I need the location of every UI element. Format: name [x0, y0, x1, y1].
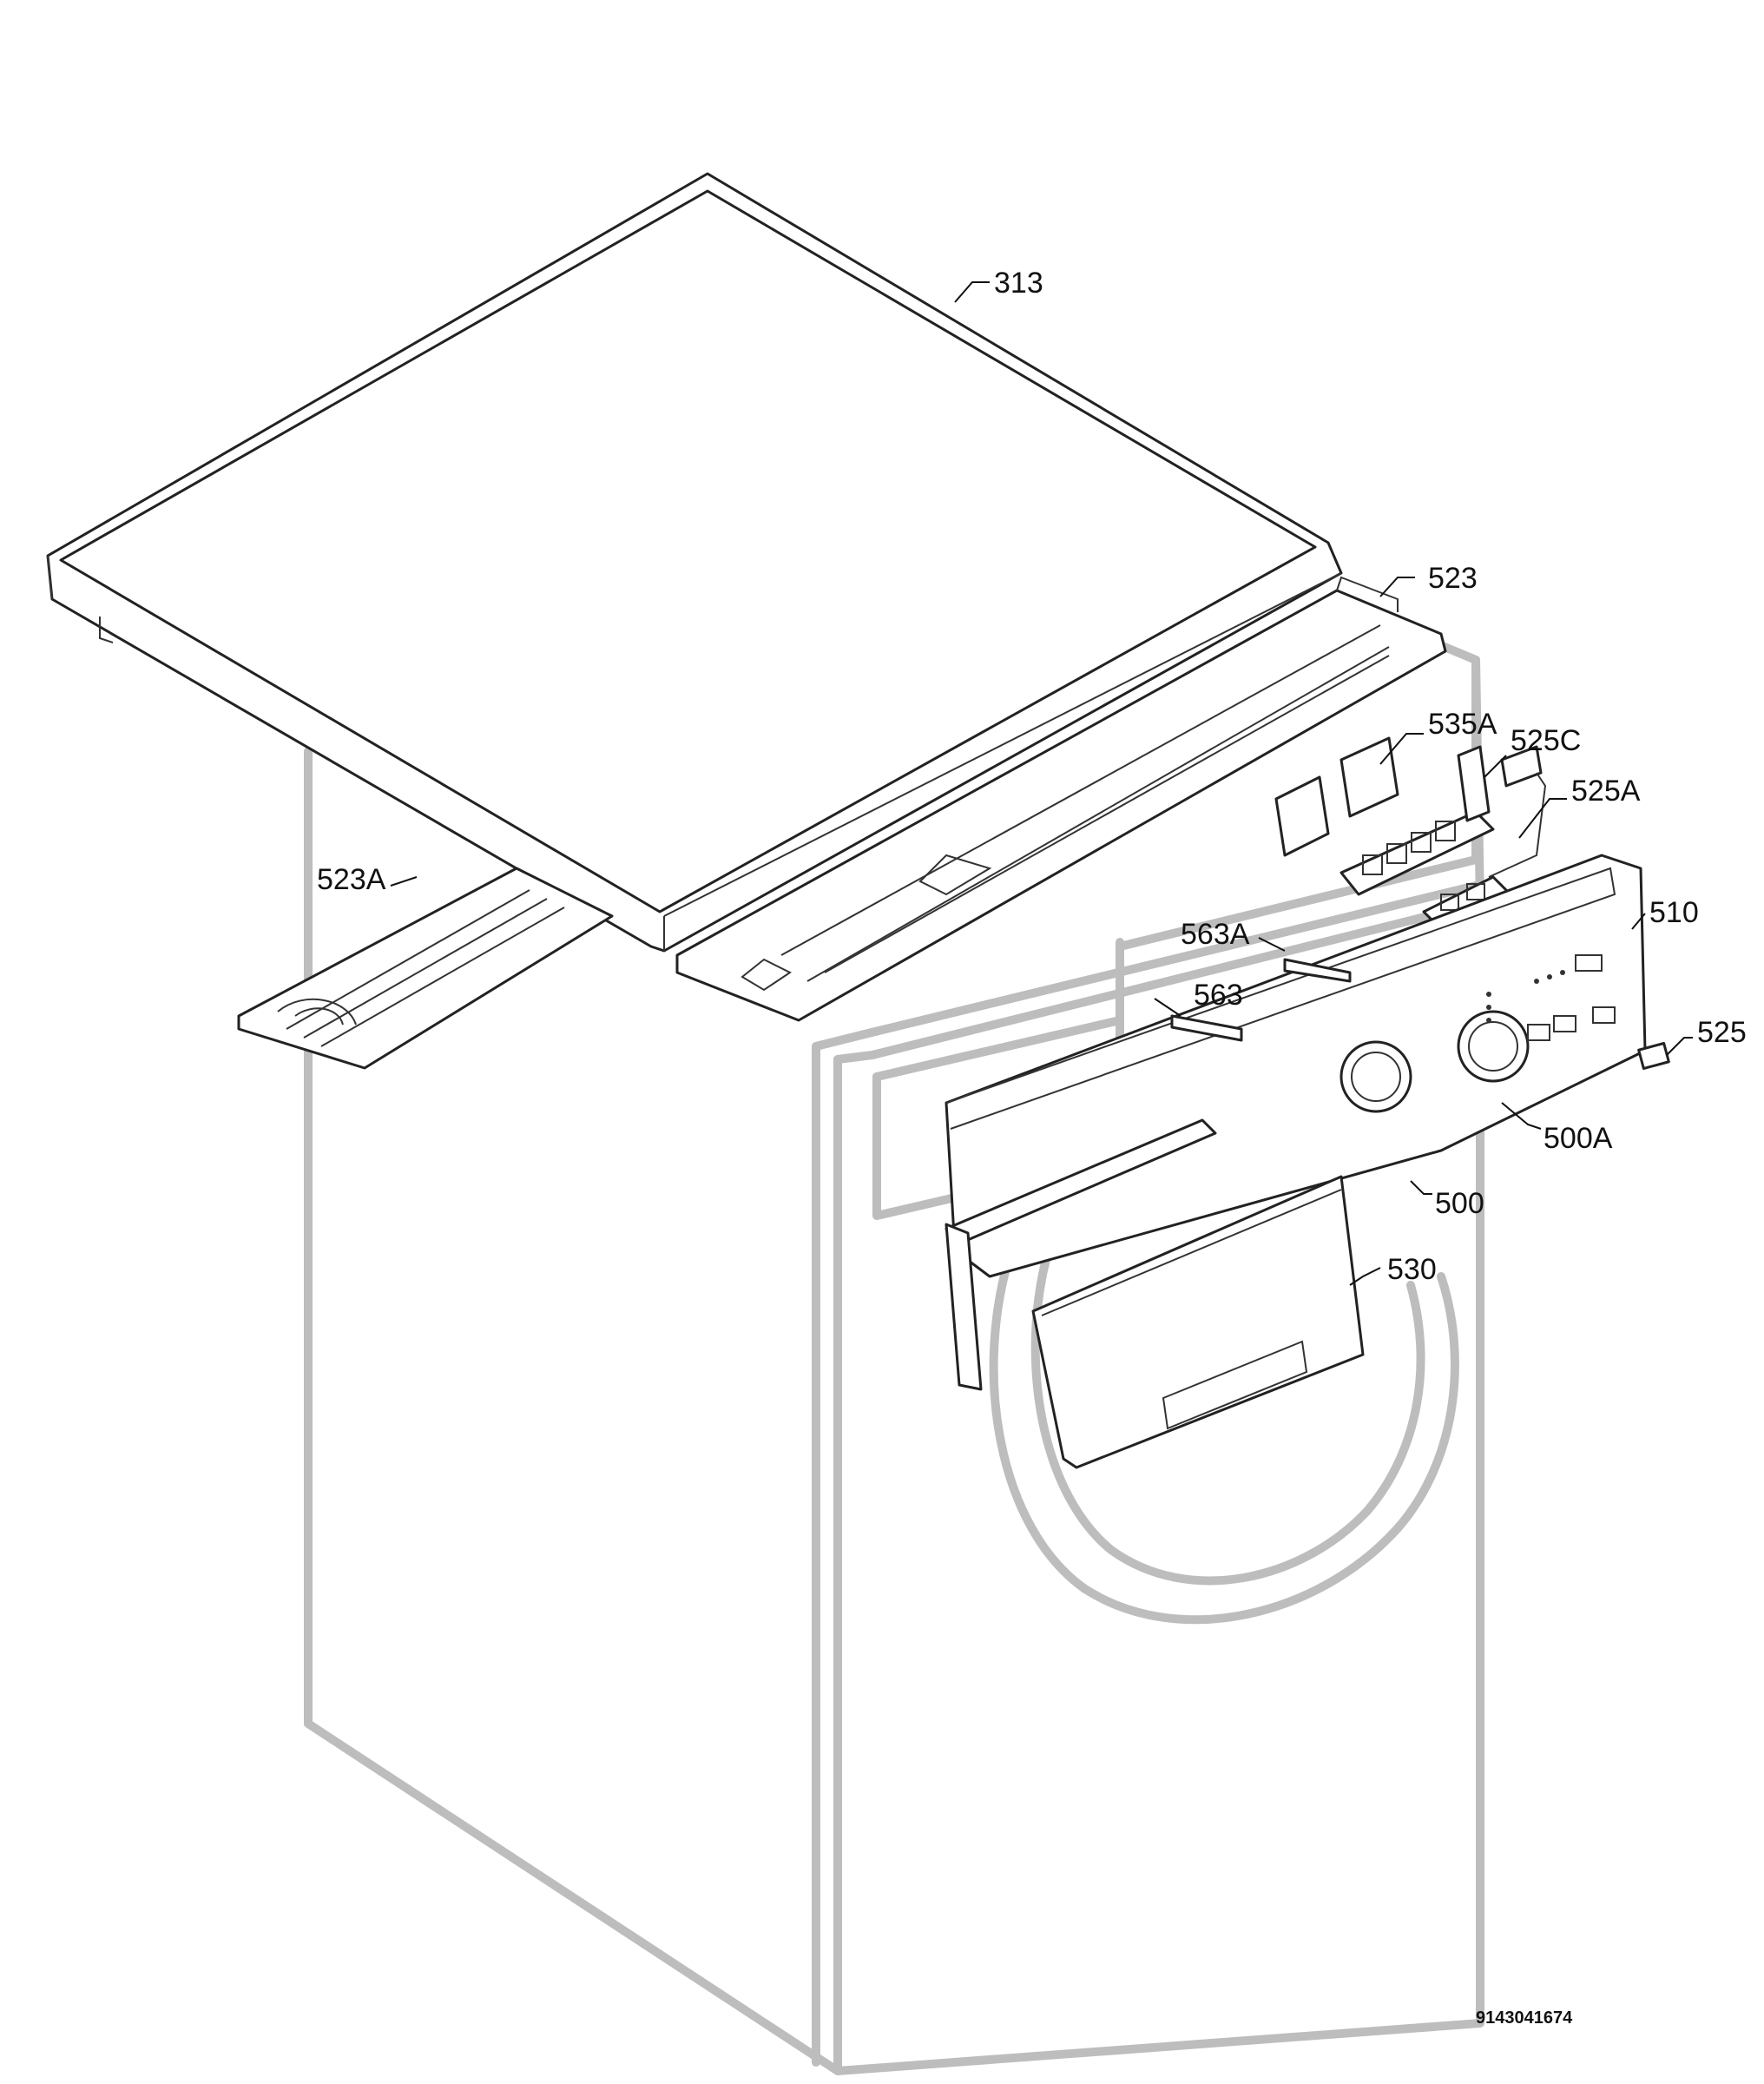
- detergent-dispenser: [945, 1118, 1365, 1469]
- rear-crossbar: [675, 576, 1447, 1022]
- label-563A: 563A: [1181, 918, 1250, 951]
- label-563: 563: [1194, 979, 1243, 1012]
- label-525A: 525A: [1571, 775, 1641, 808]
- label-530: 530: [1387, 1253, 1437, 1286]
- part-labels: 313 523 535A 525C 525A 523A 510 563A 563…: [317, 267, 1747, 1286]
- label-523: 523: [1428, 562, 1478, 595]
- side-rail: [237, 867, 614, 1070]
- switch-525: [1637, 1041, 1670, 1071]
- label-500: 500: [1435, 1187, 1484, 1220]
- pins: [1170, 958, 1352, 1042]
- label-523A: 523A: [317, 863, 386, 896]
- label-313: 313: [994, 267, 1043, 300]
- pin-563A: [1283, 958, 1352, 983]
- leader-lines: [390, 281, 1693, 1286]
- worktop-lid: [46, 172, 1343, 953]
- label-535A: 535A: [1428, 708, 1497, 741]
- label-525C: 525C: [1511, 724, 1581, 757]
- label-500A: 500A: [1544, 1122, 1613, 1155]
- label-510: 510: [1649, 896, 1699, 929]
- label-525: 525: [1697, 1016, 1747, 1049]
- document-id: 9143041674: [1476, 2008, 1573, 2028]
- pin-563: [1170, 1014, 1243, 1042]
